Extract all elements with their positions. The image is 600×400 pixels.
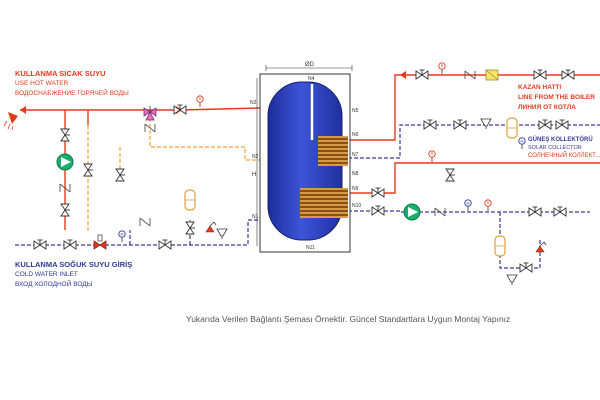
thermometer-icon xyxy=(196,95,204,108)
nozzle-label: N5 xyxy=(352,108,359,114)
valve-icon[interactable] xyxy=(528,206,542,217)
solar-collector-label: GÜNEŞ KOLLEKTÖRÜ SOLAR COLLECTOR СОЛНЕЧН… xyxy=(528,136,600,160)
hot-water-title: KULLANMA SICAK SUYU xyxy=(15,69,106,78)
nozzle-label: N2 xyxy=(252,154,259,160)
thermometer-icon xyxy=(428,150,436,163)
solar-ru: СОЛНЕЧНЫЙ КОЛЛЕКТ... xyxy=(528,153,600,159)
valve-icon[interactable] xyxy=(519,262,533,273)
nozzle-label: N7 xyxy=(352,152,359,158)
valve-icon[interactable] xyxy=(115,168,126,182)
valve-icon[interactable] xyxy=(561,69,575,80)
valve-icon[interactable] xyxy=(453,119,467,130)
valve-icon[interactable] xyxy=(83,163,94,177)
valve-icon[interactable] xyxy=(63,239,77,250)
boiler-line-title: KAZAN HATTI xyxy=(518,84,562,91)
lower-coil xyxy=(300,188,348,218)
cold-water-en: COLD WATER INLET xyxy=(15,271,78,278)
safety-valve-icon xyxy=(535,241,547,253)
expansion-tank-icon xyxy=(506,117,518,139)
nozzle-label: N8 xyxy=(352,171,359,177)
storage-tank xyxy=(256,65,353,253)
valve-icon[interactable] xyxy=(60,128,71,142)
nozzle-label: N10 xyxy=(352,203,361,209)
nozzle-label: N4 xyxy=(308,76,315,82)
filter-icon xyxy=(216,228,228,240)
valve-icon[interactable] xyxy=(371,187,385,198)
solar-en: SOLAR COLLECTOR xyxy=(528,145,582,151)
shower-icon xyxy=(3,112,18,131)
manometer-icon xyxy=(464,199,472,212)
upper-coil xyxy=(318,136,348,166)
tank-height: H xyxy=(252,172,256,178)
cold-water-ru: ВХОД ХОЛОДНОЙ ВОДЫ xyxy=(15,281,93,288)
valve-icon[interactable] xyxy=(445,168,456,182)
manometer-icon xyxy=(118,230,126,243)
pump-icon[interactable] xyxy=(56,153,74,171)
cold-water-label: KULLANMA SOĞUK SUYU GİRİŞ COLD WATER INL… xyxy=(15,260,132,290)
valve-icon[interactable] xyxy=(371,205,385,216)
valve-icon[interactable] xyxy=(553,206,567,217)
safety-valve-icon xyxy=(205,221,217,233)
boiler-line-label: KAZAN HATTI LINE FROM THE BOILER ЛИНИЯ О… xyxy=(518,83,595,113)
valve-icon[interactable] xyxy=(415,69,429,80)
check-valve-icon xyxy=(139,217,151,227)
valve-icon[interactable] xyxy=(33,239,47,250)
expansion-tank-icon xyxy=(494,235,506,257)
valve-icon[interactable] xyxy=(60,203,71,217)
solar-title: GÜNEŞ KOLLEKTÖRÜ xyxy=(528,137,593,143)
caption: Yukarıda Verilen Bağlantı Şeması Örnekti… xyxy=(186,314,511,324)
valve-icon[interactable] xyxy=(555,119,569,130)
pump-icon[interactable] xyxy=(403,203,421,221)
nozzle-label: N3 xyxy=(250,100,257,106)
valve-icon[interactable] xyxy=(423,119,437,130)
cold-water-title: KULLANMA SOĞUK SUYU GİRİŞ xyxy=(15,260,133,269)
boiler-line-en: LINE FROM THE BOILER xyxy=(518,94,595,101)
hot-water-ru: ВОДОСНАБЖЕНИЕ ГОРЯЧЕЙ ВОДЫ xyxy=(15,90,129,97)
valve-icon[interactable] xyxy=(185,221,196,235)
valve-icon[interactable] xyxy=(538,119,552,130)
tank-diameter: ØD xyxy=(305,62,315,68)
nozzle-label: N11 xyxy=(306,245,315,251)
pressure-reducer-icon[interactable] xyxy=(93,234,107,250)
valve-icon[interactable] xyxy=(173,104,187,115)
filter-icon xyxy=(506,274,518,286)
valve-icon[interactable] xyxy=(158,239,172,250)
hot-water-en: USE HOT WATER xyxy=(15,80,69,87)
expansion-tank-icon xyxy=(184,189,196,211)
nozzle-label: N6 xyxy=(352,132,359,138)
thermometer-icon xyxy=(438,62,446,75)
manometer-icon xyxy=(518,137,526,150)
three-way-valve-icon[interactable] xyxy=(143,106,157,121)
hot-water-label: KULLANMA SICAK SUYU USE HOT WATER ВОДОСН… xyxy=(15,69,129,99)
recirculation-pipes xyxy=(87,112,260,232)
boiler-line-ru: ЛИНИЯ ОТ КОТЛА xyxy=(518,104,576,111)
nozzle-label: N9 xyxy=(352,186,359,192)
valve-icon[interactable] xyxy=(533,69,547,80)
thermometer-icon xyxy=(484,199,492,212)
nozzle-label: N1 xyxy=(252,214,259,220)
filter-icon xyxy=(485,69,499,81)
filter-icon xyxy=(480,118,492,130)
